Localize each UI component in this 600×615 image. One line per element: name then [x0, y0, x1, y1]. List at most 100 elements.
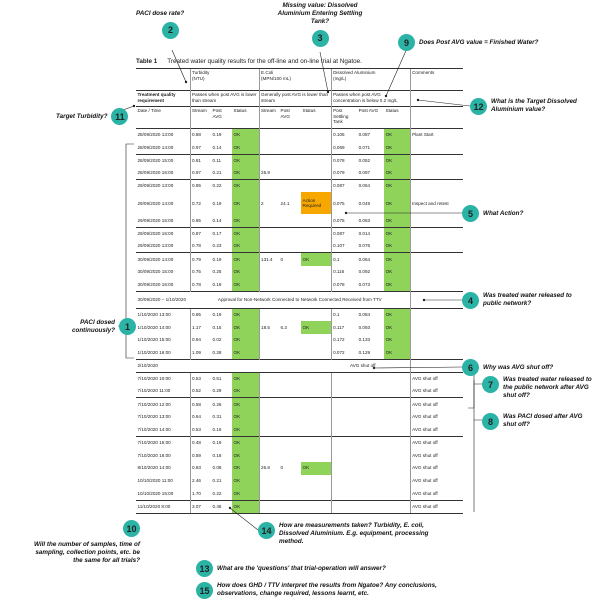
cell-comment: AVG shut off	[409, 410, 464, 424]
cell-ecoli-post	[279, 499, 302, 514]
cell-al-status: OK	[384, 265, 411, 279]
cell-turbidity-status: OK	[232, 321, 260, 334]
cell-al-settling: 0.072	[330, 346, 358, 360]
cell-date: 28/09/2020 13:00	[136, 128, 190, 142]
cell-turbidity-stream: 0.81	[189, 153, 211, 167]
cell-al-status: OK	[384, 252, 411, 266]
header-blank	[136, 68, 190, 91]
callout-1: PACl dosed continuously? 1	[70, 318, 136, 335]
cell-ecoli-stream	[258, 487, 280, 501]
cell-al-settling: 0.1	[330, 252, 358, 266]
cell-comment: AVG shut off	[409, 499, 464, 514]
shutoff-date: 2/10/2020	[136, 358, 190, 373]
cell-turbidity-status: OK	[232, 240, 260, 253]
cell-al-post: 0.087	[357, 128, 385, 142]
requirement-comments	[409, 90, 464, 107]
cell-ecoli-stream	[258, 141, 280, 155]
cell-turbidity-status: OK	[232, 166, 260, 180]
cell-ecoli-post	[279, 371, 302, 386]
callout-8-badge: 8	[482, 413, 499, 430]
cell-turbidity-stream: 0.64	[189, 410, 211, 424]
callout-14-badge: 14	[258, 522, 275, 539]
cell-al-settling	[330, 487, 358, 501]
cell-turbidity-post: 0.21	[212, 170, 222, 176]
cell-ecoli-status	[301, 435, 332, 450]
callout-13: 13 What are the 'questions' that trial-o…	[196, 560, 436, 577]
cell-ecoli-post: 6.3	[280, 324, 287, 330]
cell-date: 7/10/2020 16:00	[137, 452, 171, 458]
callout-7-text: Was treated water released to the public…	[503, 376, 592, 399]
cell-turbidity-status: OK	[232, 192, 260, 215]
cell-al-status: OK	[384, 321, 411, 334]
callout-6-text: Why was AVG shut off?	[483, 363, 554, 371]
bracket-8	[473, 380, 482, 512]
cell-al-post: 0.049	[358, 200, 371, 206]
cell-turbidity-stream: 0.85	[189, 179, 211, 193]
cell-al-settling	[330, 474, 358, 488]
cell-turbidity-post: 0.11	[211, 153, 232, 167]
cell-turbidity-status: OK	[232, 333, 260, 347]
cell-al-settling: 0.075	[330, 214, 358, 228]
cell-al-post: 0.084	[357, 307, 385, 322]
cell-turbidity-status: OK	[232, 346, 260, 360]
cell-date: 1/10/2020 15:00	[137, 337, 171, 343]
cell-ecoli-post	[279, 435, 302, 450]
cell-turbidity-stream: 0.48	[189, 435, 211, 450]
cell-turbidity-status: OK	[232, 449, 260, 462]
cell-turbidity-stream: 0.85	[189, 214, 211, 228]
cell-turbidity-status: OK	[232, 226, 260, 241]
cell-turbidity-post: 0.21	[212, 478, 222, 484]
cell-turbidity-stream: 0.59	[189, 449, 211, 462]
cell-al-post: 0.073	[358, 281, 371, 287]
cell-turbidity-status: OK	[232, 214, 260, 228]
cell-ecoli-stream: 2	[258, 192, 280, 215]
cell-turbidity-post: 0.19	[212, 200, 222, 206]
cell-ecoli-stream	[258, 240, 280, 253]
cell-ecoli-post: 0	[279, 252, 302, 266]
cell-al-settling: 0.078	[330, 278, 358, 292]
cell-ecoli-stream: 25.9	[258, 166, 280, 180]
cell-al-status: OK	[384, 333, 411, 347]
callout-6-badge: 6	[462, 359, 479, 376]
cell-al-settling	[330, 423, 358, 437]
cell-turbidity-stream: 0.88	[189, 128, 211, 142]
cell-turbidity-status: OK	[232, 397, 260, 411]
header-comments: Comments	[409, 68, 464, 91]
cell-comment	[409, 166, 464, 180]
leader-6	[373, 366, 463, 369]
callout-7-badge: 7	[482, 376, 499, 393]
cell-turbidity-post: 0.25	[212, 269, 222, 275]
cell-al-status: OK	[384, 128, 411, 142]
cell-turbidity-status: OK	[232, 278, 260, 292]
cell-turbidity-post: 0.02	[212, 337, 222, 343]
cell-ecoli-stream	[258, 346, 280, 360]
cell-al-settling: 0.107	[330, 240, 358, 253]
cell-al-status: OK	[384, 179, 411, 193]
cell-date: 30/09/2020 15:00	[137, 269, 174, 275]
cell-turbidity-post: 0.19	[211, 128, 232, 142]
cell-al-post: 0.064	[357, 179, 385, 193]
cell-ecoli-post: 24.1	[280, 200, 290, 206]
col-date-time: Date / Time	[136, 106, 190, 129]
header-aluminium: Dissolved Aluminium(mg/L)	[330, 68, 411, 91]
cell-date: 29/09/2020 14:00	[137, 200, 174, 206]
cell-date: 30/09/2020 14:00	[136, 252, 190, 266]
cell-al-post	[357, 371, 385, 386]
cell-date: 10/10/2020 15:00	[137, 490, 174, 496]
cell-turbidity-status: OK	[232, 265, 260, 279]
cell-turbidity-status: OK	[232, 435, 260, 450]
cell-al-status	[384, 371, 411, 386]
callout-12-text: What is the Target Dissolved Aluminium v…	[491, 98, 577, 113]
cell-comment	[409, 278, 464, 292]
cell-turbidity-stream: 3.07	[189, 499, 211, 514]
cell-turbidity-stream: 0.94	[189, 333, 211, 347]
cell-al-status: OK	[384, 346, 411, 360]
leader-12	[417, 99, 471, 107]
callout-9-badge: 9	[398, 34, 415, 51]
